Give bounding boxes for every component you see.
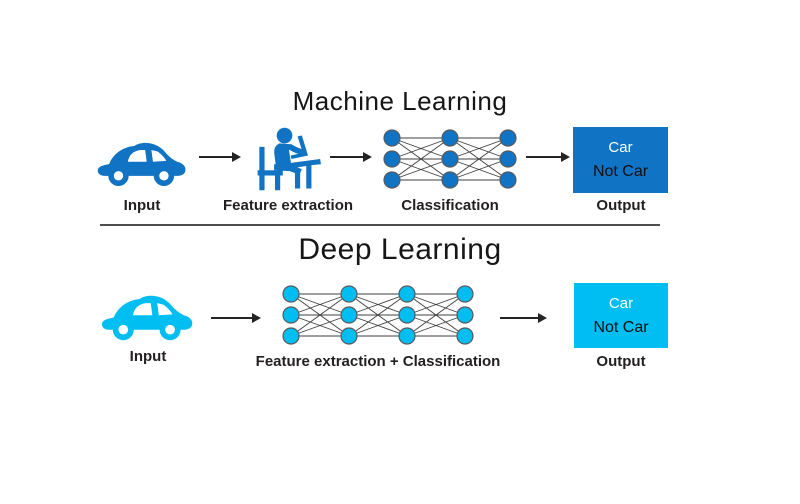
- person-at-computer-icon: [257, 127, 321, 191]
- ml-output-line-notcar: Not Car: [592, 163, 649, 180]
- arrow-shaft: [526, 156, 561, 158]
- ml-classification-label: Classification: [401, 197, 499, 214]
- arrow-right-icon: [526, 151, 570, 163]
- arrow-right-icon: [199, 151, 241, 163]
- arrow-shaft: [199, 156, 232, 158]
- arrow-head: [538, 313, 547, 323]
- ml-output-line-car: Car: [608, 139, 633, 156]
- dl-network-diagram: [282, 285, 474, 345]
- arrow-head: [363, 152, 372, 162]
- ml-network-diagram: [383, 129, 517, 189]
- arrow-head: [561, 152, 570, 162]
- dl-output-line-car: Car: [608, 294, 634, 312]
- section-divider: [100, 224, 660, 226]
- arrow-right-icon: [211, 312, 261, 324]
- ml-output-label: Output: [596, 197, 646, 214]
- arrow-head: [232, 152, 241, 162]
- dl-output-line-notcar: Not Car: [593, 318, 649, 336]
- ml-output-box: Car Not Car: [573, 127, 668, 193]
- car-icon: [101, 295, 193, 341]
- ml-input-label: Input: [123, 197, 161, 214]
- arrow-right-icon: [330, 151, 372, 163]
- arrow-shaft: [330, 156, 363, 158]
- dl-feature-label: Feature extraction + Classification: [255, 353, 501, 370]
- arrow-shaft: [211, 317, 252, 319]
- arrow-head: [252, 313, 261, 323]
- ml-title: Machine Learning: [292, 86, 508, 116]
- dl-title: Deep Learning: [298, 233, 502, 266]
- car-icon: [97, 142, 186, 186]
- arrow-shaft: [500, 317, 538, 319]
- dl-input-label: Input: [129, 348, 167, 365]
- dl-output-box: Car Not Car: [574, 283, 668, 348]
- ml-feature-label: Feature extraction: [222, 197, 354, 214]
- dl-output-label: Output: [596, 353, 646, 370]
- arrow-right-icon: [500, 312, 547, 324]
